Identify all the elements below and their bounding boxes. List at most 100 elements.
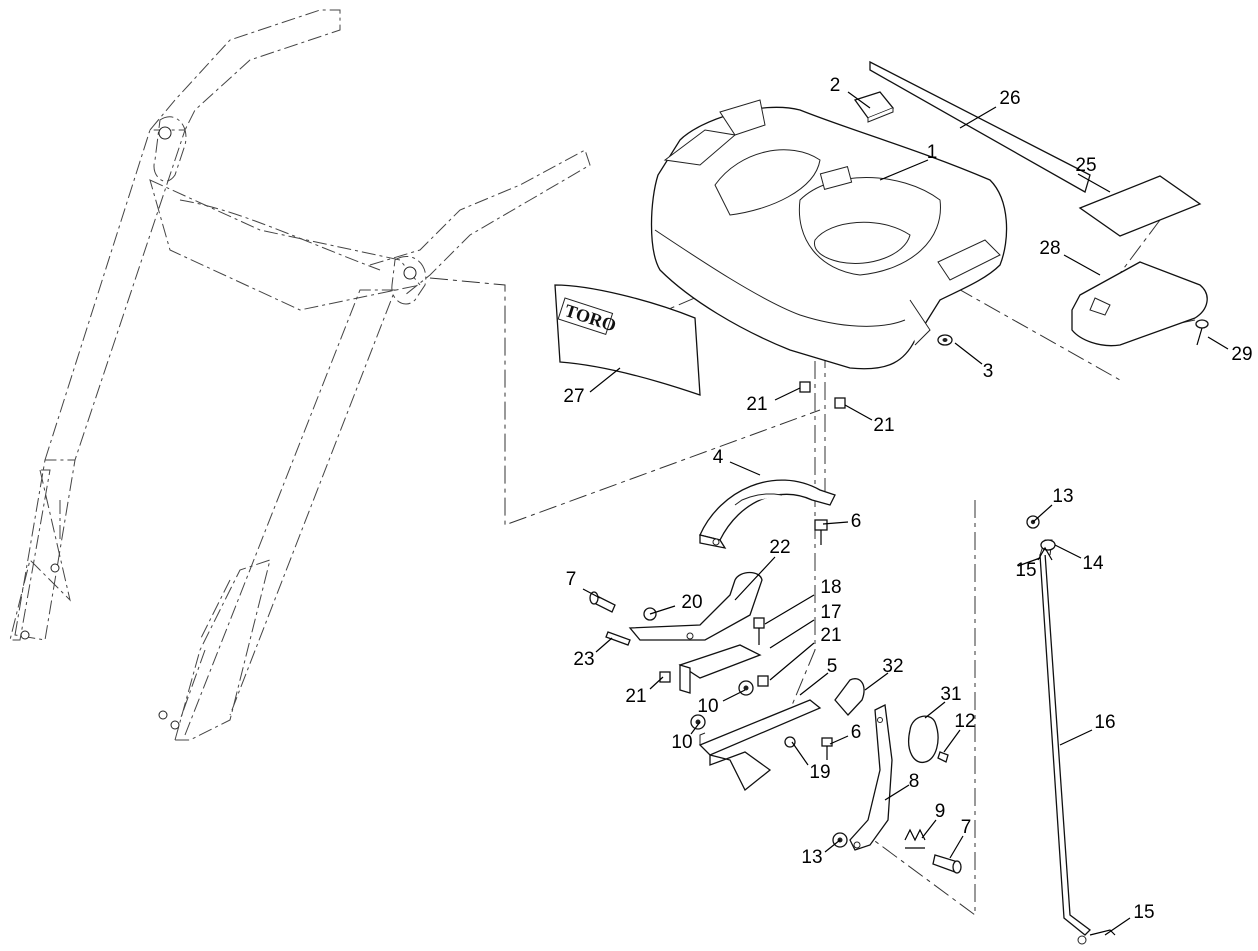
leader-line-c10b bbox=[690, 721, 701, 735]
callout-c6a: 6 bbox=[851, 511, 862, 532]
part-31-knob bbox=[908, 715, 939, 764]
callout-c13b: 13 bbox=[801, 847, 822, 868]
callout-c23: 23 bbox=[573, 649, 594, 670]
leader-line-c15b bbox=[1104, 917, 1131, 936]
leader-line-c22 bbox=[734, 556, 776, 601]
leader-line-c21d bbox=[649, 676, 664, 690]
leader-line-c3 bbox=[954, 342, 983, 365]
part-16-shift-rod bbox=[1039, 539, 1091, 936]
callout-c27: 27 bbox=[563, 386, 584, 407]
callout-c17: 17 bbox=[820, 602, 841, 623]
callout-c15a: 15 bbox=[1015, 560, 1036, 581]
leader-line-c18 bbox=[764, 594, 815, 625]
handle-phantom bbox=[9, 9, 591, 741]
leader-line-c26 bbox=[959, 106, 997, 129]
leader-line-c1 bbox=[879, 159, 929, 181]
part-21-nuts-lower bbox=[659, 671, 769, 687]
leader-line-c9 bbox=[921, 819, 937, 839]
part-9-spring bbox=[904, 828, 926, 849]
part-27-decal: TORO bbox=[554, 284, 701, 396]
callout-c26: 26 bbox=[999, 88, 1020, 109]
part-12-screw bbox=[937, 751, 949, 763]
part-4-quadrant bbox=[699, 479, 836, 549]
leader-line-c19 bbox=[791, 741, 809, 766]
callout-c4: 4 bbox=[713, 447, 724, 468]
callout-c3: 3 bbox=[983, 361, 994, 382]
part-3-washer bbox=[937, 334, 953, 346]
callout-c18: 18 bbox=[820, 577, 841, 598]
leader-line-c6a bbox=[822, 521, 849, 525]
part-6-bolt-lower bbox=[821, 737, 833, 760]
leader-line-c29 bbox=[1207, 336, 1229, 350]
leader-line-c23 bbox=[595, 637, 613, 653]
callout-c21d: 21 bbox=[625, 686, 646, 707]
callout-c25: 25 bbox=[1075, 155, 1096, 176]
part-25-label bbox=[1078, 175, 1202, 237]
leader-line-c4 bbox=[729, 461, 761, 476]
callout-c8: 8 bbox=[909, 771, 920, 792]
callout-c31: 31 bbox=[940, 684, 961, 705]
part-17-bracket bbox=[678, 644, 762, 694]
callout-c2: 2 bbox=[830, 75, 841, 96]
callout-labels: 1234566778910101213131415151617181920212… bbox=[563, 75, 1253, 936]
callout-c5: 5 bbox=[827, 656, 838, 677]
leader-line-c14 bbox=[1054, 544, 1082, 559]
callout-c7b: 7 bbox=[961, 817, 972, 838]
callout-c28: 28 bbox=[1039, 238, 1060, 259]
part-2-cap bbox=[853, 91, 895, 123]
part-26-strip bbox=[869, 60, 1091, 193]
leader-line-c21c bbox=[769, 642, 815, 681]
callout-c10b: 10 bbox=[671, 732, 692, 753]
leader-line-c16 bbox=[1059, 729, 1093, 746]
part-5-bracket bbox=[698, 699, 822, 792]
callout-c9: 9 bbox=[935, 801, 946, 822]
leader-line-c12 bbox=[943, 729, 961, 753]
leader-line-c32 bbox=[864, 672, 889, 691]
leader-line-c27 bbox=[589, 367, 621, 393]
leader-line-c2 bbox=[847, 91, 871, 109]
part-14-bushing bbox=[1040, 539, 1056, 551]
leader-line-c8 bbox=[884, 784, 910, 801]
part-21-nuts-top bbox=[799, 381, 846, 409]
leader-line-c5 bbox=[799, 672, 829, 696]
callout-c6b: 6 bbox=[851, 722, 862, 743]
leader-line-c6b bbox=[829, 735, 849, 745]
callout-c32: 32 bbox=[882, 656, 903, 677]
part-7-pin-right bbox=[932, 854, 962, 874]
part-15-clips bbox=[1037, 546, 1116, 945]
callout-c15b: 15 bbox=[1133, 902, 1154, 923]
part-22-lever bbox=[628, 571, 763, 641]
leader-line-c25 bbox=[1077, 173, 1111, 193]
leader-line-c10a bbox=[722, 689, 746, 702]
leader-line-c21a bbox=[774, 387, 801, 401]
leader-line-c7a bbox=[582, 588, 601, 599]
callout-c21a: 21 bbox=[746, 394, 767, 415]
part-6-bolt-upper bbox=[814, 519, 828, 545]
callout-c21c: 21 bbox=[820, 625, 841, 646]
callout-c13a: 13 bbox=[1052, 486, 1073, 507]
callout-c20: 20 bbox=[681, 592, 702, 613]
callout-c19: 19 bbox=[809, 762, 830, 783]
callout-c7a: 7 bbox=[566, 569, 577, 590]
part-29-pin bbox=[1195, 319, 1209, 346]
callout-c16: 16 bbox=[1094, 712, 1115, 733]
callout-c14: 14 bbox=[1082, 553, 1104, 574]
leader-line-c31 bbox=[924, 701, 946, 719]
part-23-screw bbox=[605, 631, 631, 646]
leader-line-c7b bbox=[949, 835, 964, 859]
part-19-nut bbox=[784, 736, 796, 748]
leader-line-c17 bbox=[769, 619, 815, 649]
part-8-shift-lever bbox=[849, 704, 893, 851]
callout-c1: 1 bbox=[927, 142, 938, 163]
part-18-bolt bbox=[753, 617, 765, 645]
callout-c21b: 21 bbox=[873, 415, 894, 436]
leader-line-c15a bbox=[1017, 557, 1041, 567]
callout-c10a: 10 bbox=[697, 696, 718, 717]
part-32-clip bbox=[834, 678, 865, 716]
callout-c29: 29 bbox=[1231, 344, 1252, 365]
part-7-pin-left bbox=[589, 591, 616, 613]
callout-c12: 12 bbox=[954, 711, 975, 732]
leader-line-c13a bbox=[1032, 504, 1053, 523]
